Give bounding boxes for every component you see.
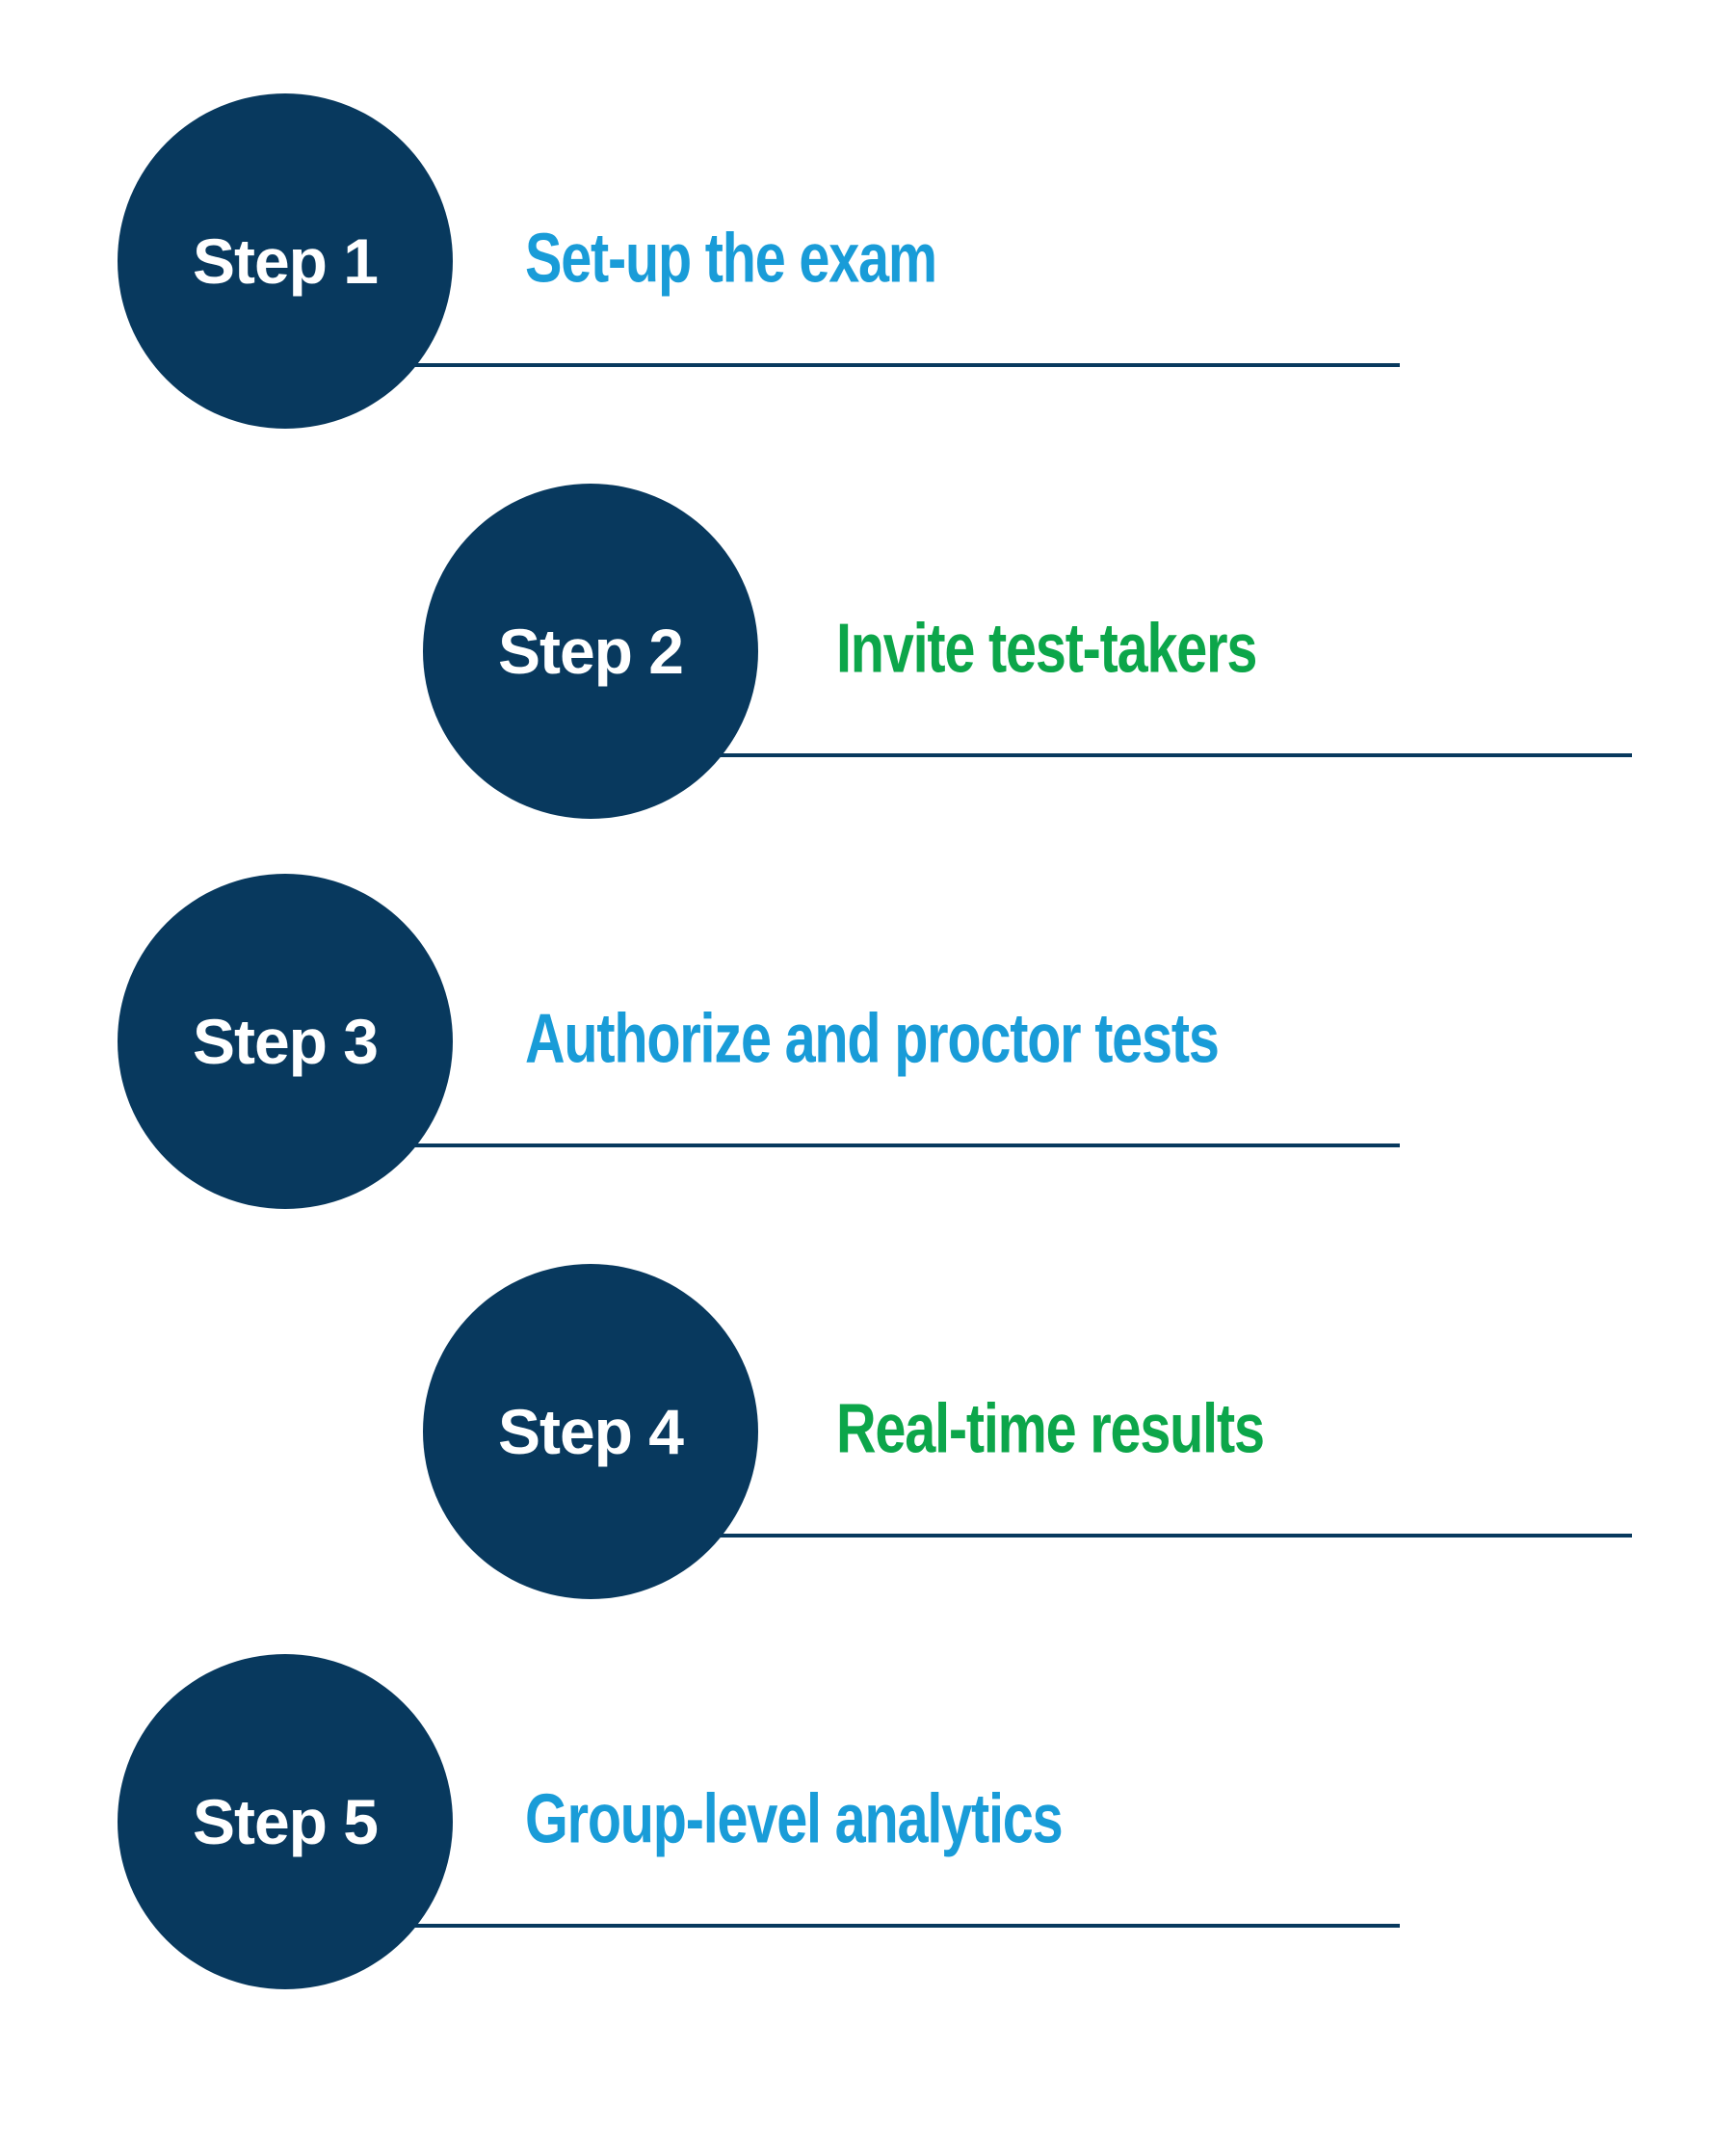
step-title-label: Group-level analytics	[525, 1780, 1064, 1858]
step-connector-line	[285, 1143, 1400, 1147]
step-connector-line	[591, 753, 1632, 757]
step-number-label: Step 2	[497, 616, 684, 687]
step-number-label: Step 1	[192, 225, 379, 297]
step-circle-4: Step 4	[423, 1264, 758, 1599]
step-circle-2: Step 2	[423, 484, 758, 819]
step-circle-5: Step 5	[118, 1654, 453, 1989]
step-title-label: Invite test-takers	[836, 610, 1257, 688]
step-connector-line	[285, 363, 1400, 367]
step-number-label: Step 5	[192, 1786, 379, 1857]
step-title-label: Real-time results	[836, 1390, 1265, 1468]
step-connector-line	[285, 1924, 1400, 1928]
step-connector-line	[591, 1534, 1632, 1538]
step-circle-3: Step 3	[118, 874, 453, 1209]
step-circle-1: Step 1	[118, 93, 453, 429]
step-title-label: Authorize and proctor tests	[525, 1000, 1220, 1078]
step-number-label: Step 4	[497, 1396, 684, 1467]
step-number-label: Step 3	[192, 1006, 379, 1077]
step-title-label: Set-up the exam	[525, 220, 937, 298]
